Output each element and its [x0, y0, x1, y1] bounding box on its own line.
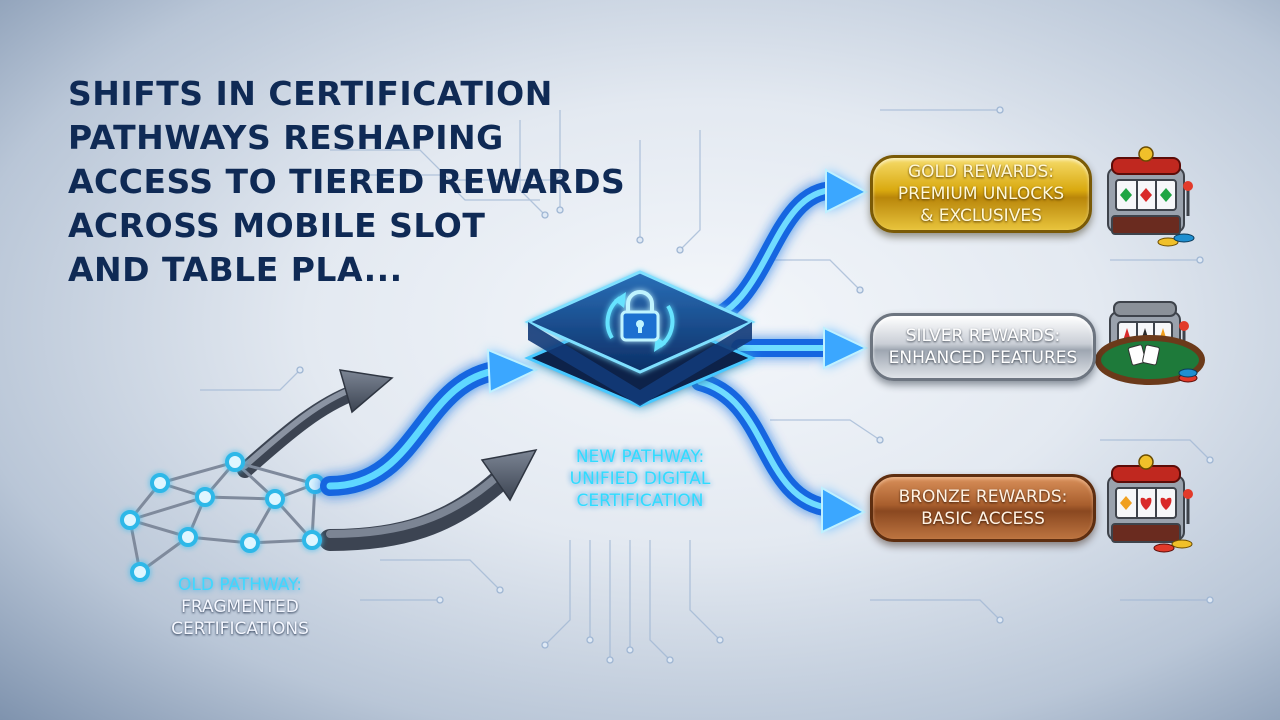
card-table-icon [1095, 335, 1205, 385]
gold-rewards-line: PREMIUM UNLOCKS [897, 184, 1065, 204]
new-pathway-label-line: NEW PATHWAY: [575, 447, 705, 467]
circuit-nodes [296, 106, 1214, 664]
bronze-slot-machine-icon [1107, 454, 1193, 553]
old-pathway-label-line: OLD PATHWAY: [177, 575, 303, 595]
padlock-icon [605, 290, 675, 352]
title-line: PATHWAYS RESHAPING [68, 118, 504, 157]
title-line: ACCESS TO TIERED REWARDS [68, 162, 626, 201]
gold-rewards-line: GOLD REWARDS: [907, 162, 1054, 182]
new-pathway-label-line: UNIFIED DIGITAL [569, 469, 711, 489]
bronze-rewards-line: BRONZE REWARDS: [898, 487, 1068, 507]
old-pathway-label-line: FRAGMENTED [181, 597, 299, 617]
old-pathway-label: OLD PATHWAY: FRAGMENTED CERTIFICATIONS [140, 574, 340, 640]
circuit-traces [200, 109, 1211, 661]
silver-rewards-line: ENHANCED FEATURES [888, 348, 1078, 368]
gold-rewards-line: & EXCLUSIVES [920, 206, 1042, 226]
title-line: AND TABLE PLA... [68, 250, 403, 289]
bronze-rewards-line: BASIC ACCESS [921, 509, 1045, 529]
silver-rewards-line: SILVER REWARDS: [905, 326, 1061, 346]
fragmented-network-icon [120, 452, 325, 582]
gold-rewards-badge: GOLD REWARDS: PREMIUM UNLOCKS & EXCLUSIV… [870, 155, 1092, 233]
page-title: SHIFTS IN CERTIFICATION PATHWAYS RESHAPI… [68, 72, 668, 292]
silver-rewards-badge: SILVER REWARDS: ENHANCED FEATURES [870, 313, 1096, 381]
silver-tier-arrow [731, 326, 869, 370]
bronze-rewards-badge: BRONZE REWARDS: BASIC ACCESS [870, 474, 1096, 542]
new-pathway-label-line: CERTIFICATION [576, 491, 704, 511]
gold-tier-arrow [691, 168, 869, 331]
new-pathway-arrow [320, 348, 539, 496]
new-pathway-label: NEW PATHWAY: UNIFIED DIGITAL CERTIFICATI… [530, 446, 750, 512]
title-line: ACROSS MOBILE SLOT [68, 206, 486, 245]
old-pathway-arrows [237, 369, 538, 551]
bronze-tier-arrow [691, 373, 867, 534]
old-pathway-label-line: CERTIFICATIONS [171, 619, 309, 639]
title-line: SHIFTS IN CERTIFICATION [68, 74, 553, 113]
gold-slot-machine-icon [1107, 146, 1195, 247]
